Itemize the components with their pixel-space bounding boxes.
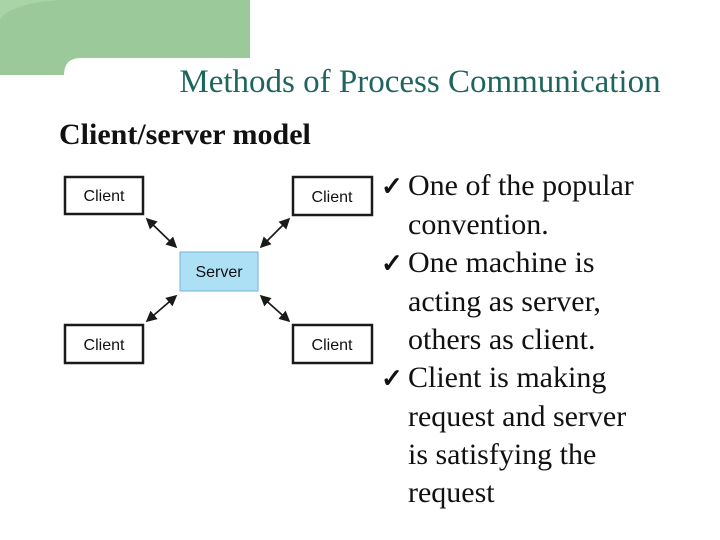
bullet-line: request — [408, 476, 495, 509]
bullet-item: ✓One machine is acting as server, others… — [381, 244, 634, 359]
green-block-shape — [0, 0, 250, 75]
bullet-line: request and server — [408, 400, 627, 433]
server-box — [179, 251, 259, 292]
arrow-topright-server — [259, 217, 291, 249]
slide-subtitle: Client/server model — [59, 118, 311, 151]
client-server-diagram: Client Client Server Client Client — [63, 175, 374, 365]
bullet-item: ✓Client is making request and server is … — [381, 359, 634, 512]
server-box-label: Server — [195, 264, 243, 281]
green-corner-decoration — [0, 0, 250, 75]
client-box-bottom-left — [63, 323, 145, 365]
checkmark-bullet-icon: ✓ — [381, 172, 403, 201]
client-box-top-right-label: Client — [312, 189, 353, 206]
client-box-top-left — [63, 175, 145, 216]
arrow-bottomright-server — [259, 294, 291, 323]
client-box-bottom-left-label: Client — [84, 337, 125, 354]
green-block-light-corner — [0, 0, 64, 19]
bullet-line: One machine is — [408, 246, 595, 279]
bullet-line: acting as server, — [408, 285, 601, 318]
bullet-line: others as client. — [408, 323, 596, 356]
checkmark-bullet-icon: ✓ — [381, 364, 403, 393]
arrow-topleft-server — [145, 217, 178, 249]
bullet-line: is satisfying the — [408, 438, 597, 471]
arrow-bottomleft-server — [145, 294, 178, 323]
slide-title: Methods of Process Communication — [179, 64, 661, 100]
bullet-line: convention. — [408, 208, 549, 241]
client-box-bottom-right-label: Client — [312, 337, 353, 354]
bullet-item: ✓One of the popular convention. — [381, 167, 634, 244]
bullet-line: Client is making — [408, 361, 607, 394]
client-box-top-right — [291, 175, 374, 217]
client-box-top-left-label: Client — [84, 188, 125, 205]
bullet-list: ✓One of the popular convention. ✓One mac… — [381, 167, 634, 512]
client-box-bottom-right — [291, 323, 374, 365]
bullet-line: One of the popular — [408, 169, 634, 202]
checkmark-bullet-icon: ✓ — [381, 249, 403, 278]
